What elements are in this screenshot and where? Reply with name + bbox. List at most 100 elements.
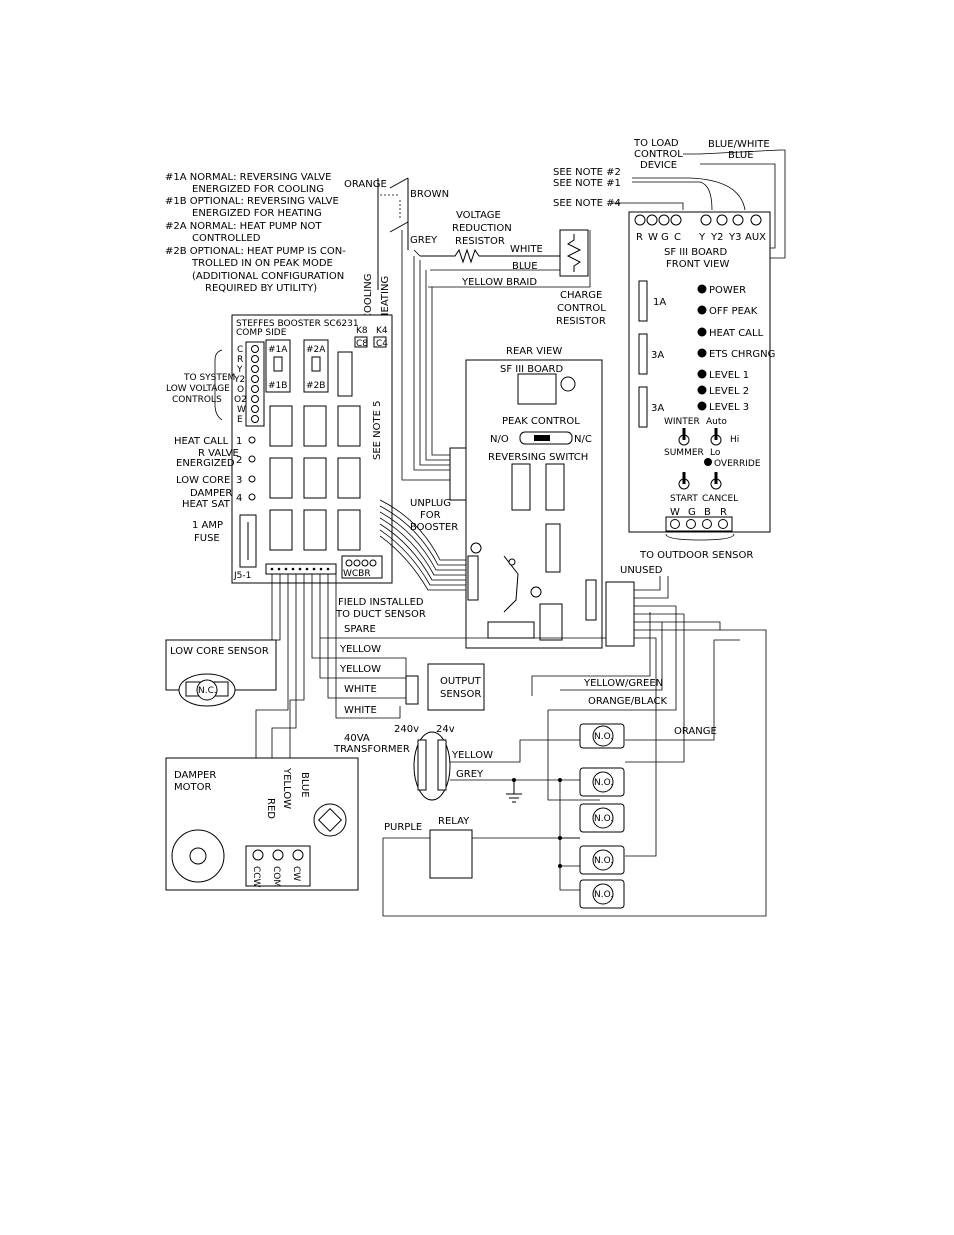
svg-text:4: 4 bbox=[236, 493, 242, 504]
c8-label: C8 bbox=[356, 339, 368, 349]
indicator-leds bbox=[697, 284, 707, 411]
booster-terminals: C R Y Y2 O O2 W E bbox=[233, 345, 247, 425]
brown-wire-label: BROWN bbox=[410, 189, 449, 200]
bottom-term-labels: W G B R bbox=[670, 507, 727, 518]
svg-text:HEAT CALL: HEAT CALL bbox=[709, 328, 764, 339]
svg-text:2: 2 bbox=[236, 455, 242, 466]
resistor-symbol bbox=[420, 248, 560, 264]
cancel-toggle[interactable] bbox=[710, 472, 722, 490]
svg-text:Y2: Y2 bbox=[233, 375, 245, 385]
field-installed-label: FIELD INSTALLED TO DUCT SENSOR bbox=[335, 597, 426, 620]
blue-label: BLUE bbox=[728, 150, 754, 161]
orange-wire-label: ORANGE bbox=[344, 179, 387, 190]
yellow-label: YELLOW bbox=[451, 750, 493, 761]
hi-label: Hi bbox=[730, 435, 739, 445]
svg-text:TRANSFORMER: TRANSFORMER bbox=[333, 744, 410, 755]
blue-wire-label: BLUE bbox=[512, 261, 538, 272]
svg-text:#2A NORMAL: HEAT PUMP NOT: #2A NORMAL: HEAT PUMP NOT bbox=[165, 221, 322, 232]
override-label: OVERRIDE bbox=[714, 459, 761, 469]
svg-text:RESISTOR: RESISTOR bbox=[556, 316, 606, 327]
svg-text:FUSE: FUSE bbox=[194, 533, 220, 544]
svg-text:#2B OPTIONAL: HEAT PUMP IS CON: #2B OPTIONAL: HEAT PUMP IS CON- bbox=[165, 246, 346, 257]
svg-text:Y3: Y3 bbox=[728, 232, 741, 243]
relay-contacts bbox=[377, 177, 409, 290]
svg-text:3: 3 bbox=[236, 475, 242, 486]
svg-text:WHITE: WHITE bbox=[344, 684, 377, 695]
heating-label: HEATING bbox=[380, 276, 391, 320]
svg-text:O: O bbox=[237, 385, 244, 395]
svg-text:LEVEL 3: LEVEL 3 bbox=[709, 402, 749, 413]
terminal-screws bbox=[251, 345, 259, 423]
svg-text:W: W bbox=[670, 507, 680, 518]
svg-text:VOLTAGE: VOLTAGE bbox=[456, 210, 501, 221]
rear-view-label: REAR VIEW bbox=[506, 346, 562, 357]
jumper-notes: #1A NORMAL: REVERSING VALVE ENERGIZED FO… bbox=[165, 172, 346, 294]
damper-terminals: CCW COM CW bbox=[251, 866, 301, 888]
start-toggle[interactable] bbox=[678, 472, 690, 490]
svg-text:40VA: 40VA bbox=[344, 733, 370, 744]
svg-text:R: R bbox=[720, 507, 727, 518]
yellow-green-label: YELLOW/GREEN bbox=[583, 678, 663, 689]
front-board-title: SF III BOARD bbox=[664, 247, 727, 258]
svg-text:COM: COM bbox=[271, 866, 281, 887]
24v-label: 24v bbox=[436, 724, 455, 735]
svg-text:#1A NORMAL: REVERSING VALVE: #1A NORMAL: REVERSING VALVE bbox=[165, 172, 331, 183]
svg-text:RED: RED bbox=[265, 798, 276, 819]
svg-text:WHITE: WHITE bbox=[344, 705, 377, 716]
svg-text:3A: 3A bbox=[651, 403, 664, 414]
booster-terminal-strip bbox=[245, 341, 265, 427]
svg-text:SENSOR: SENSOR bbox=[440, 689, 481, 700]
fan-toggle[interactable] bbox=[710, 428, 722, 446]
svg-text:N.O.: N.O. bbox=[594, 856, 613, 866]
reversing-switch-label: REVERSING SWITCH bbox=[488, 452, 588, 463]
output-sensor bbox=[427, 663, 485, 711]
booster-relays bbox=[269, 351, 361, 551]
svg-text:CONTROL: CONTROL bbox=[557, 303, 606, 314]
svg-text:#2B: #2B bbox=[306, 381, 325, 391]
svg-text:OFF PEAK: OFF PEAK bbox=[709, 306, 758, 317]
svg-text:C: C bbox=[674, 232, 681, 243]
svg-text:N.C.: N.C. bbox=[198, 686, 217, 696]
fuse-label: 1 AMP FUSE bbox=[192, 520, 223, 544]
front-fuses bbox=[638, 280, 648, 428]
svg-text:TROLLED IN ON PEAK MODE: TROLLED IN ON PEAK MODE bbox=[191, 258, 333, 269]
svg-text:W: W bbox=[648, 232, 658, 243]
svg-text:POWER: POWER bbox=[709, 285, 746, 296]
season-toggle[interactable] bbox=[678, 428, 690, 446]
sensor-wire-labels: SPARE YELLOW YELLOW WHITE WHITE bbox=[339, 624, 381, 716]
svg-text:LOW CORE: LOW CORE bbox=[176, 475, 230, 486]
svg-text:#1B: #1B bbox=[268, 381, 287, 391]
svg-text:AUX: AUX bbox=[745, 232, 766, 243]
front-fuse-labels: 1A 3A 3A bbox=[651, 297, 666, 414]
svg-text:R: R bbox=[237, 355, 243, 365]
k4-label: K4 bbox=[376, 326, 388, 336]
start-label: START bbox=[670, 494, 698, 504]
svg-text:(ADDITIONAL CONFIGURATION: (ADDITIONAL CONFIGURATION bbox=[192, 271, 344, 282]
svg-text:Y: Y bbox=[236, 365, 243, 375]
svg-text:N.O.: N.O. bbox=[594, 890, 613, 900]
white-wire-label: WHITE bbox=[510, 244, 543, 255]
led-labels: HEAT CALL 1 R VALVE ENERGIZED 2 LOW CORE… bbox=[174, 436, 242, 510]
svg-text:RESISTOR: RESISTOR bbox=[455, 236, 505, 247]
svg-text:TO SYSTEM: TO SYSTEM bbox=[183, 373, 235, 383]
pin-dots bbox=[270, 567, 330, 571]
svg-text:Y2: Y2 bbox=[710, 232, 723, 243]
svg-text:BLUE: BLUE bbox=[299, 772, 310, 798]
svg-text:B: B bbox=[704, 507, 711, 518]
see-note-1: SEE NOTE #1 bbox=[553, 178, 621, 189]
svg-text:TO LOAD: TO LOAD bbox=[633, 138, 679, 149]
lo-label: Lo bbox=[710, 448, 721, 458]
svg-text:1: 1 bbox=[236, 436, 242, 447]
wcbr-label: WCBR bbox=[343, 569, 371, 579]
no-label: N/O bbox=[490, 434, 509, 445]
front-terminal-labels: R W G C Y Y2 Y3 AUX bbox=[636, 232, 766, 243]
svg-text:SPARE: SPARE bbox=[344, 624, 376, 635]
svg-text:FOR: FOR bbox=[420, 510, 441, 521]
svg-text:MOTOR: MOTOR bbox=[174, 782, 211, 793]
svg-text:REDUCTION: REDUCTION bbox=[452, 223, 512, 234]
svg-text:CCW: CCW bbox=[251, 866, 261, 888]
svg-text:BOOSTER: BOOSTER bbox=[410, 522, 458, 533]
grey-label: GREY bbox=[456, 769, 484, 780]
unplug-label: UNPLUG FOR BOOSTER bbox=[410, 498, 458, 533]
svg-text:YELLOW: YELLOW bbox=[281, 767, 292, 809]
